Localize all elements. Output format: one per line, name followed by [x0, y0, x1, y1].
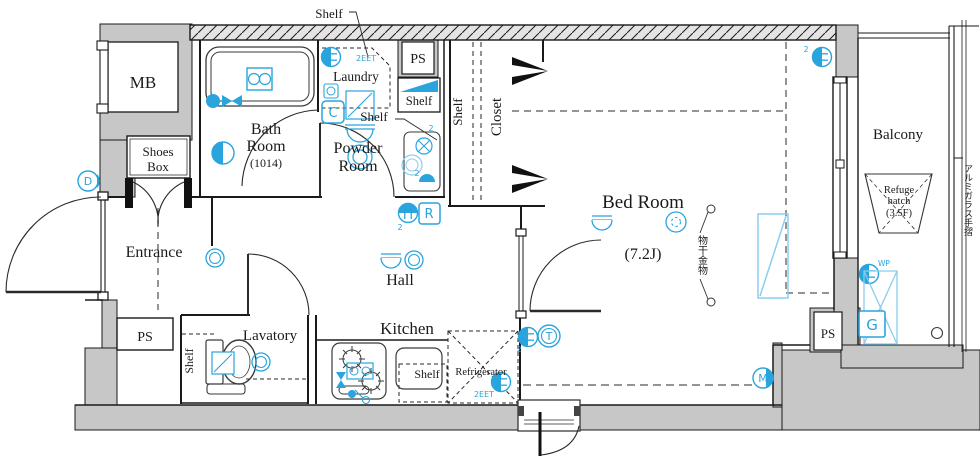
powder-sink-unit: [403, 131, 441, 192]
label-marker-m: M: [758, 372, 768, 385]
laundry-pole-hardware: [699, 204, 716, 307]
label-ps-top: PS: [410, 52, 426, 67]
leader-lines: [349, 11, 438, 141]
mb-hinge-bottom: [96, 103, 109, 114]
ps-top-box: [401, 41, 435, 75]
ps-left-box: [116, 317, 174, 351]
label-bath-size: (1014): [250, 156, 282, 170]
hall-outlet-r-icon: [397, 202, 419, 224]
kitchen-sink: [395, 347, 443, 390]
powder-valve-icon: [419, 174, 435, 182]
refuge-hatch: [864, 173, 933, 234]
mb-door-leaf: [99, 45, 109, 109]
washer-pan-icon: [345, 90, 375, 120]
label-sub2-halldoor: 2: [516, 345, 521, 354]
closet-arrows: [512, 57, 548, 193]
ps-right-box: [813, 311, 843, 351]
label-ps-left: PS: [137, 330, 153, 345]
label-laundry: Laundry: [333, 69, 379, 84]
label-shelf-box: Shelf: [406, 94, 433, 108]
label-sub2-r: 2: [397, 223, 402, 232]
label-bath-2: Room: [246, 138, 286, 155]
doors: [5, 109, 602, 456]
label-shelf-kitchen: Shelf: [414, 367, 439, 381]
bedroom-outlet-icon: [517, 326, 539, 348]
ac-unit-icon: [757, 213, 789, 299]
label-bath-1: Bath: [251, 121, 281, 138]
blue-symbols: [77, 46, 898, 405]
hatched-band: [189, 24, 837, 41]
marker-c-box: [321, 100, 345, 124]
label-shelf-powder: Shelf: [360, 109, 388, 124]
mb-interior: [107, 41, 179, 113]
label-lavatory: Lavatory: [243, 328, 298, 344]
balcony-drain: [930, 326, 944, 340]
label-shoes-2: Box: [147, 159, 169, 174]
label-marker-d: D: [84, 175, 92, 188]
label-closet: Closet: [489, 97, 505, 136]
bedroom-top-outlet-icon: [811, 46, 833, 68]
wall-lines: [75, 20, 979, 406]
label-entrance: Entrance: [126, 244, 183, 261]
marker-t-circle: [537, 324, 561, 348]
label-shoes-1: Shoes: [142, 144, 173, 159]
wall-pillar-top-right: [835, 24, 859, 78]
white-insets: [96, 40, 843, 351]
label-2eet-laundry: 2EET: [356, 54, 376, 63]
label-mb: MB: [130, 73, 156, 92]
marker-d-circle: [77, 170, 100, 192]
label-refuge-1: Refuge: [884, 185, 915, 196]
dashed-lines: [157, 42, 833, 404]
label-marker-c: C: [328, 106, 337, 121]
marker-m-circle: [752, 367, 774, 389]
mb-hinge-top: [96, 40, 109, 51]
label-handrail: アルミガラス手摺: [963, 164, 973, 237]
powder-basin: [345, 124, 375, 170]
label-powder-2: Room: [338, 158, 378, 175]
label-kitchen: Kitchen: [380, 319, 434, 338]
bath-valve-icon: [206, 94, 220, 108]
wall-step-strip: [772, 342, 783, 408]
label-marker-t: T: [545, 330, 553, 343]
label-shelf-lavatory: Shelf: [182, 348, 196, 373]
label-shelf-top: Shelf: [315, 6, 343, 21]
label-marker-r: R: [424, 207, 433, 222]
marker-r-box: [418, 202, 441, 225]
label-ps-right: PS: [821, 326, 835, 341]
label-laundry-pole: 物干金物: [696, 234, 708, 276]
label-refuge-2: hatch: [888, 196, 911, 207]
label-sub2-bedroom-top: 2: [803, 45, 808, 54]
label-sub2-sink1: 2: [428, 124, 433, 133]
shoes-box: [126, 135, 191, 179]
laundry-outlet-icon: [320, 46, 342, 68]
label-marker-g: G: [866, 316, 878, 334]
bathtub: [205, 46, 315, 107]
text-labels: MB Shoes Box Entrance Bath Room (1014) P…: [84, 6, 973, 399]
wall-balcony-bottom: [840, 344, 964, 369]
marker-g-box: [858, 310, 886, 338]
bath-faucet-box: [246, 67, 273, 91]
label-bedroom: Bed Room: [602, 192, 684, 213]
label-wp: WP: [878, 259, 890, 268]
wall-bottom-band: [74, 404, 783, 431]
label-bedroom-size: (7.2J): [625, 246, 662, 263]
shoes-box-inner: [129, 138, 188, 176]
label-powder-1: Powder: [334, 140, 384, 157]
label-hall: Hall: [386, 272, 414, 289]
label-refrigerator: Refrigerator: [455, 367, 507, 378]
label-balcony: Balcony: [873, 127, 923, 143]
label-refuge-3: (3.5F): [886, 208, 912, 219]
label-2eet-fridge: 2EET: [474, 390, 494, 399]
label-shelf-closet: Shelf: [450, 98, 465, 126]
wall-left-step: [101, 299, 118, 353]
label-sub2-sink2: 2: [414, 169, 419, 178]
